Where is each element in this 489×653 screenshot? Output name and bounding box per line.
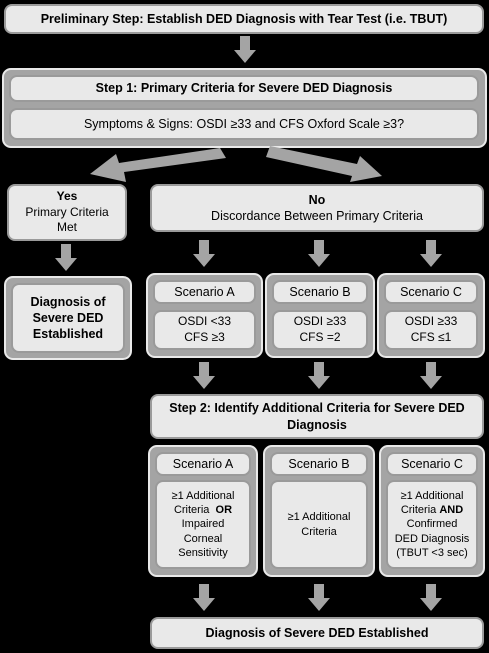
- preliminary-step-text: Preliminary Step: Establish DED Diagnosi…: [40, 11, 448, 26]
- no-title: No: [308, 192, 326, 207]
- arrow-down-step2-a: [193, 362, 215, 389]
- scenario-c-step2-line3: Confirmed: [406, 518, 458, 531]
- step2-line1: Step 2: Identify Additional Criteria for…: [169, 401, 465, 416]
- scenario-b-step1-line1: OSDI ≥33: [293, 314, 347, 329]
- scenario-b-step2-title: Scenario B: [288, 456, 350, 471]
- no-subtitle: Discordance Between Primary Criteria: [211, 209, 423, 223]
- scenario-c-step2-body: ≥1 Additional Criteria AND Confirmed DED…: [386, 480, 478, 569]
- scenario-c-step1-line1: OSDI ≥33: [404, 314, 458, 329]
- preliminary-step-box: Preliminary Step: Establish DED Diagnosi…: [4, 4, 484, 34]
- scenario-a-step2-body: ≥1 Additional Criteria OR Impaired Corne…: [155, 480, 251, 569]
- scenario-c-step1-body: OSDI ≥33 CFS ≤1: [384, 310, 478, 350]
- step1-title: Step 1: Primary Criteria for Severe DED …: [95, 81, 393, 96]
- scenario-b-step1-title-box: Scenario B: [272, 280, 368, 304]
- scenario-c-step2-title: Scenario C: [401, 456, 463, 471]
- scenario-c-step1-line2: CFS ≤1: [410, 330, 452, 344]
- step1-question: Symptoms & Signs: OSDI ≥33 and CFS Oxfor…: [83, 116, 405, 131]
- yes-box: Yes Primary Criteria Met: [7, 184, 127, 241]
- diagnosis-left-line2: Severe DED: [32, 310, 104, 325]
- scenario-c-step1-title-box: Scenario C: [384, 280, 478, 304]
- scenario-a-step1-title-box: Scenario A: [153, 280, 256, 304]
- scenario-b-step2-title-box: Scenario B: [270, 452, 368, 476]
- no-box: No Discordance Between Primary Criteria: [150, 184, 484, 232]
- scenario-b-step1-body: OSDI ≥33 CFS =2: [272, 310, 368, 350]
- scenario-c-step2-line1: ≥1 Additional: [400, 489, 464, 502]
- scenario-c-step2-and: AND: [439, 504, 464, 517]
- scenario-c-step2-line4: DED Diagnosis: [394, 532, 470, 545]
- scenario-a-step2-line5: Sensitivity: [178, 546, 228, 559]
- scenario-a-step1-line2: CFS ≥3: [184, 330, 225, 344]
- scenario-a-step2-title-box: Scenario A: [155, 452, 251, 476]
- diagnosis-left-line3: Established: [32, 327, 104, 342]
- arrow-down-no-b: [308, 240, 330, 267]
- scenario-a-step2-line4: Corneal: [183, 532, 223, 545]
- scenario-b-step2-line2: Criteria: [301, 525, 337, 538]
- scenario-c-step2-title-box: Scenario C: [386, 452, 478, 476]
- arrow-down-final-c: [420, 584, 442, 611]
- arrow-down-step2-b: [308, 362, 330, 389]
- arrow-diagonal-right: [266, 146, 382, 182]
- scenario-c-step2-line2: Criteria AND: [400, 504, 464, 517]
- scenario-b-step1-title: Scenario B: [289, 284, 351, 299]
- yes-line2: Met: [56, 220, 77, 235]
- scenario-b-step1-line2: CFS =2: [299, 330, 341, 344]
- step2-line2: Diagnosis: [287, 417, 347, 432]
- scenario-b-step2-line1: ≥1 Additional: [287, 511, 351, 524]
- scenario-a-step1-line1: OSDI <33: [177, 314, 232, 329]
- scenario-a-step2-line2: Criteria OR: [173, 504, 233, 517]
- step1-title-box: Step 1: Primary Criteria for Severe DED …: [9, 75, 479, 102]
- scenario-a-step1-title: Scenario A: [174, 284, 235, 299]
- scenario-b-step2-body: ≥1 Additional Criteria: [270, 480, 368, 569]
- arrow-down-prelim: [234, 36, 256, 63]
- diagnosis-left-line1: Diagnosis of: [30, 294, 106, 309]
- step1-question-box: Symptoms & Signs: OSDI ≥33 and CFS Oxfor…: [9, 108, 479, 140]
- arrow-down-final-a: [193, 584, 215, 611]
- scenario-a-step2-title: Scenario A: [172, 456, 234, 471]
- final-diagnosis-box: Diagnosis of Severe DED Established: [150, 617, 484, 649]
- yes-line1: Primary Criteria: [25, 204, 109, 219]
- yes-title: Yes: [56, 189, 78, 204]
- diagnosis-left-box: Diagnosis of Severe DED Established: [11, 283, 125, 353]
- step2-box: Step 2: Identify Additional Criteria for…: [150, 394, 484, 439]
- scenario-a-step2-line1: ≥1 Additional: [171, 489, 235, 502]
- scenario-c-step1-title: Scenario C: [400, 284, 462, 299]
- arrow-down-final-b: [308, 584, 330, 611]
- arrow-down-no-a: [193, 240, 215, 267]
- arrow-down-yes: [55, 244, 77, 271]
- arrow-down-step2-c: [420, 362, 442, 389]
- scenario-a-step2-line3: Impaired: [181, 518, 225, 531]
- scenario-a-step1-body: OSDI <33 CFS ≥3: [153, 310, 256, 350]
- scenario-c-step2-line5: (TBUT <3 sec): [396, 546, 468, 559]
- scenario-a-step2-or: OR: [215, 504, 233, 517]
- arrow-diagonal-left: [90, 148, 230, 184]
- arrow-down-no-c: [420, 240, 442, 267]
- final-diagnosis-text: Diagnosis of Severe DED Established: [205, 625, 429, 640]
